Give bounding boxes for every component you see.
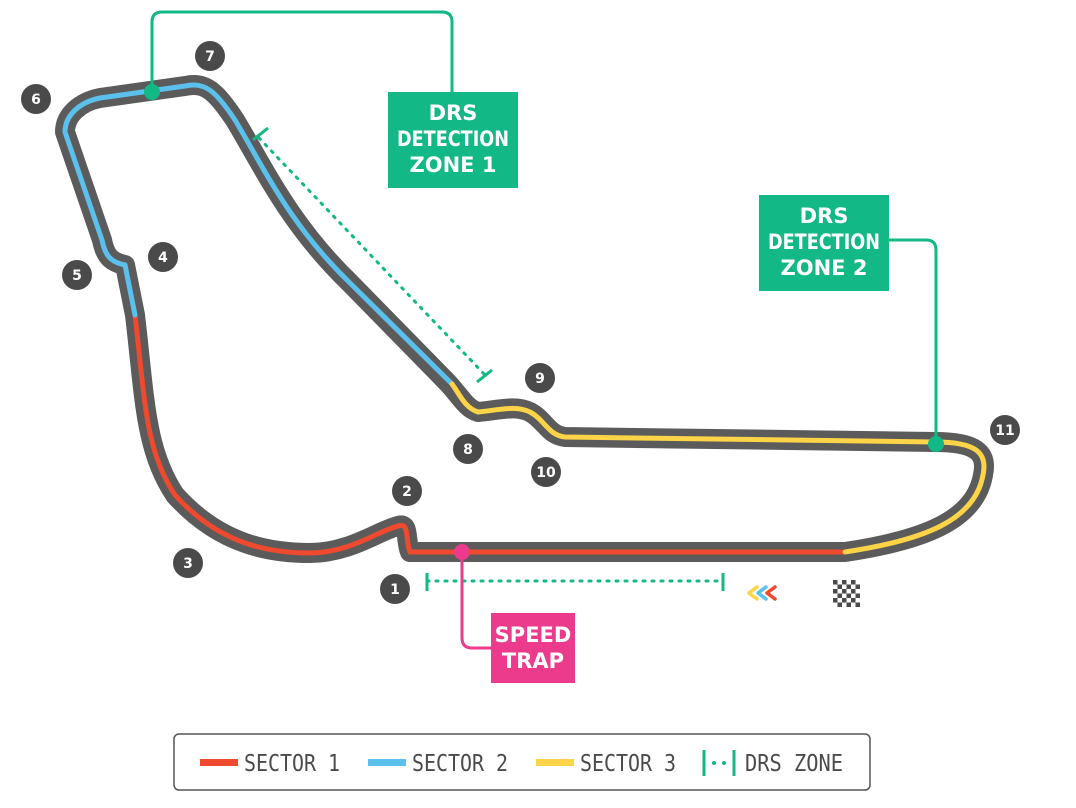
direction-chevrons-icon	[747, 585, 777, 601]
legend-drs-zone-label: DRS ZONE	[745, 751, 843, 777]
legend-drs-zone-icon	[702, 750, 736, 776]
legend-sector-1-swatch	[200, 759, 238, 766]
drs-zone-2	[425, 573, 725, 591]
sector-1-line	[132, 312, 848, 556]
sector-3-line	[449, 381, 987, 555]
legend: SECTOR 1 SECTOR 2 SECTOR 3 DRS ZONE	[173, 733, 871, 791]
turn-badge-4: 4	[148, 242, 178, 272]
legend-sector-2-swatch	[368, 759, 406, 766]
turn-badge-2: 2	[392, 476, 422, 506]
speed-trap-line1: SPEED	[495, 623, 572, 647]
turn-number: 2	[402, 484, 412, 500]
drs-detection-1-line3: ZONE 1	[410, 153, 497, 177]
turn-badge-6: 6	[21, 84, 51, 114]
legend-sector-1-label: SECTOR 1	[244, 751, 340, 777]
turn-number: 1	[390, 582, 400, 598]
turn-number: 5	[72, 268, 82, 284]
drs-detection-2-line3: ZONE 2	[781, 256, 868, 280]
drs-detection-1-connector	[150, 10, 454, 93]
turn-badge-1: 1	[380, 574, 410, 604]
legend-sector-3-label: SECTOR 3	[580, 751, 676, 777]
legend-sector-2: SECTOR 2	[368, 751, 508, 777]
speed-trap-label: SPEED TRAP	[491, 613, 575, 683]
drs-detection-1-line2: DETECTION	[397, 127, 509, 151]
sector-2-line	[62, 82, 455, 387]
turn-badge-3: 3	[173, 548, 203, 578]
legend-sector-3-swatch	[536, 759, 574, 766]
turn-badge-8: 8	[453, 434, 483, 464]
turn-number: 9	[535, 371, 545, 387]
drs-detection-2-marker	[928, 436, 944, 452]
turn-number: 10	[536, 465, 556, 481]
drs-detection-2-connector	[888, 238, 938, 444]
speed-trap-marker	[454, 544, 470, 560]
turn-number: 6	[31, 92, 41, 108]
legend-sector-2-label: SECTOR 2	[412, 751, 508, 777]
drs-detection-1-marker	[144, 84, 160, 100]
drs-detection-2-line2: DETECTION	[768, 230, 880, 254]
turn-badge-11: 11	[990, 415, 1020, 445]
drs-detection-2-label: DRS DETECTION ZONE 2	[759, 195, 889, 291]
turn-badge-10: 10	[531, 457, 561, 487]
turn-badge-9: 9	[525, 363, 555, 393]
speed-trap-connector	[460, 552, 492, 650]
track-outline	[55, 75, 994, 563]
turn-badges: 1 2 3 4 5 6 7 8 9 10 11	[21, 41, 1020, 604]
turn-number: 4	[158, 250, 168, 266]
speed-trap-line2: TRAP	[502, 649, 564, 673]
turn-number: 11	[995, 423, 1014, 439]
turn-number: 7	[205, 49, 215, 65]
drs-zone-1	[252, 126, 493, 384]
turn-number: 8	[463, 442, 473, 458]
turn-badge-7: 7	[195, 41, 225, 71]
legend-drs-zone: DRS ZONE	[702, 750, 843, 777]
legend-sector-1: SECTOR 1	[200, 751, 340, 777]
drs-detection-2-line1: DRS	[800, 204, 849, 228]
legend-sector-3: SECTOR 3	[536, 751, 676, 777]
checkered-flag-icon	[833, 580, 860, 607]
turn-badge-5: 5	[62, 260, 92, 290]
drs-detection-1-label: DRS DETECTION ZONE 1	[388, 92, 518, 188]
turn-number: 3	[183, 556, 193, 572]
drs-detection-1-line1: DRS	[429, 101, 478, 125]
